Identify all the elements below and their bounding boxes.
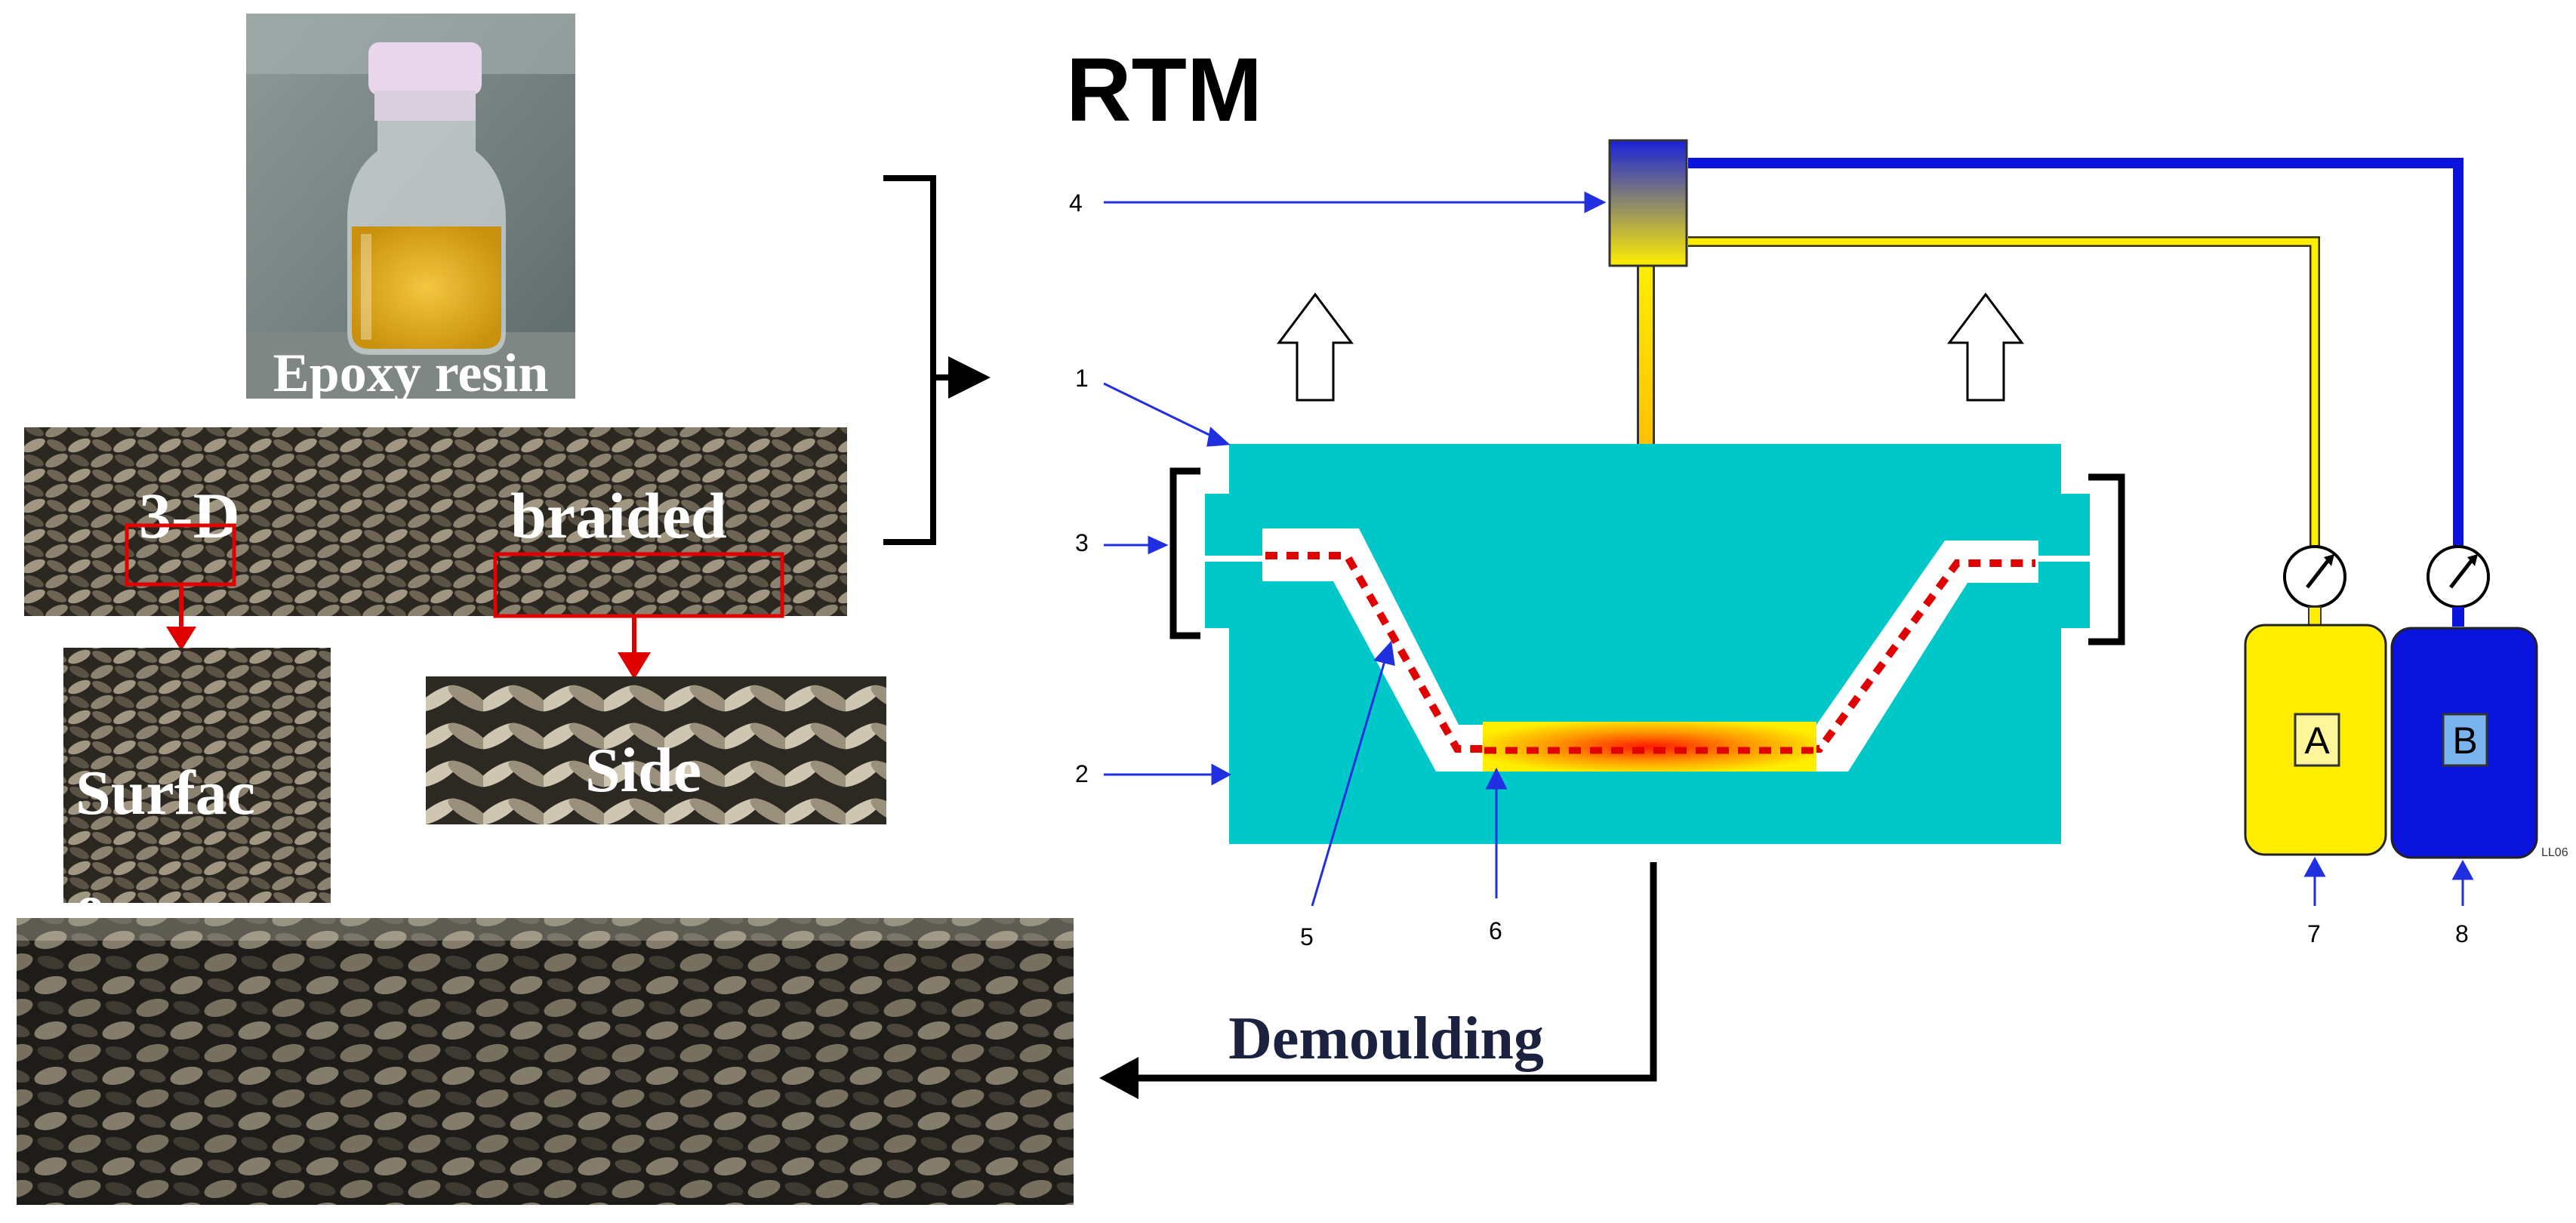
rtm-mould [1169, 444, 2122, 844]
arrow-up-icon [1947, 292, 2024, 402]
callout-4: 4 [1069, 189, 1083, 217]
tank-b-label: B [2452, 719, 2477, 762]
supply-lines [1637, 158, 2464, 723]
arrow-down-icon [166, 627, 196, 651]
callout-8: 8 [2455, 920, 2469, 947]
callout-6: 6 [1489, 917, 1502, 944]
rtm-title: RTM [1066, 39, 1262, 140]
surface-closeup-photo: Surfac e [63, 648, 331, 941]
demoulding-arrow [1099, 862, 1657, 1099]
input-bracket [883, 175, 991, 545]
fiber-preform [1265, 552, 2035, 753]
epoxy-resin-label: Epoxy resin [273, 343, 549, 403]
side-closeup-photo: Side [426, 676, 886, 824]
callout-leaders [1103, 191, 2474, 907]
clamp-left [1169, 467, 1200, 639]
pressure-gauge-b [2427, 545, 2490, 627]
tank-a: A [2244, 624, 2387, 856]
demoulding-label: Demoulding [1228, 1006, 1544, 1072]
tank-a-label: A [2304, 719, 2330, 762]
tank-b: B [2390, 627, 2538, 859]
side-highlight-box [493, 552, 784, 618]
bottle-cap-icon [368, 42, 482, 95]
arrow-right-icon [948, 356, 991, 399]
callout-7: 7 [2307, 920, 2321, 947]
arrow-down-icon [618, 652, 651, 679]
surface-label-line1: Surfac [75, 758, 255, 828]
arrow-left-icon [1099, 1057, 1139, 1099]
mixing-head [1608, 139, 1688, 267]
braided-fabric-photo: 3-D braided [24, 427, 847, 679]
tiny-code-label: LL06 [2541, 846, 2568, 859]
pressure-gauge-a [2283, 545, 2346, 627]
braid-label-3d: 3-D [139, 479, 240, 552]
callout-3: 3 [1075, 529, 1089, 556]
braid-label-braided: braided [510, 479, 727, 552]
callout-5: 5 [1300, 923, 1314, 950]
side-label: Side [585, 735, 701, 806]
composite-product-photo [17, 918, 1074, 1205]
callout-2: 2 [1075, 760, 1089, 787]
clamp-right [2088, 473, 2125, 645]
epoxy-resin-photo: Epoxy resin [246, 14, 575, 403]
arrow-up-icon [1277, 292, 1354, 402]
callout-1: 1 [1075, 365, 1089, 392]
